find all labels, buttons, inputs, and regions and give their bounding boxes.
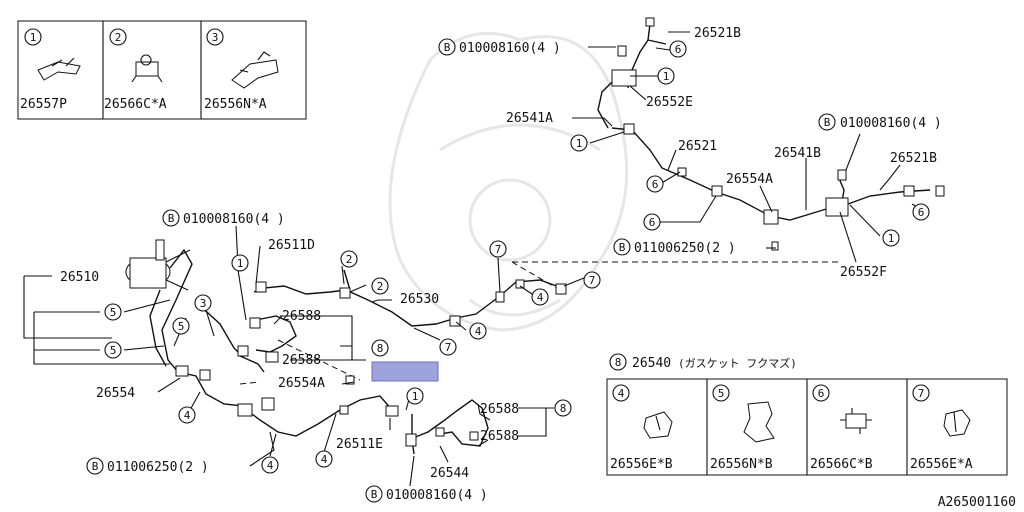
label-bolt-top: 010008160(4 ) [459, 41, 561, 56]
diagram-id: A265001160 [938, 495, 1016, 510]
callout-1: 1 [412, 390, 419, 403]
callout-4: 4 [321, 453, 328, 466]
clamp-icon [643, 411, 673, 439]
bolt-symbol: B [168, 212, 175, 225]
callout-2: 2 [377, 280, 384, 293]
callout-4: 4 [537, 291, 544, 304]
hose-bracket-icon [231, 51, 279, 89]
legend-num-4: 4 [618, 387, 625, 400]
label-bolt-right: 010008160(4 ) [840, 116, 942, 131]
legend-header-num: 8 [615, 356, 622, 369]
legend-header-part: 26540 [632, 356, 671, 371]
bolt-symbol: B [619, 241, 626, 254]
label-26521B-right: 26521B [890, 151, 937, 166]
callout-1: 1 [576, 137, 583, 150]
label-26521B-top: 26521B [694, 26, 741, 41]
callout-1: 1 [888, 232, 895, 245]
master-cylinder-icon [125, 239, 191, 291]
callout-6: 6 [918, 206, 925, 219]
label-26588-b: 26588 [282, 353, 321, 368]
legend-num-6: 6 [818, 387, 825, 400]
callout-1: 1 [663, 70, 670, 83]
bolt-symbol: B [92, 460, 99, 473]
callout-8: 8 [560, 402, 567, 415]
legend-part-26566C-B: 26566C*B [810, 457, 873, 472]
callout-6: 6 [675, 43, 682, 56]
label-26541A: 26541A [506, 111, 553, 126]
legend-num-7: 7 [918, 387, 925, 400]
callout-8: 8 [377, 342, 384, 355]
label-26511D: 26511D [268, 238, 315, 253]
label-bolt-mid-right: 011006250(2 ) [634, 241, 736, 256]
label-bolt-bottom-left: 011006250(2 ) [107, 460, 209, 475]
bolt-symbol: B [444, 41, 451, 54]
clamp-icon [943, 409, 971, 437]
label-26588-c: 26588 [480, 402, 519, 417]
label-26552E: 26552E [646, 95, 693, 110]
hose-clip-icon [743, 401, 775, 443]
callout-4: 4 [267, 459, 274, 472]
label-26530: 26530 [400, 292, 439, 307]
label-26554: 26554 [96, 386, 135, 401]
label-26588-a: 26588 [282, 309, 321, 324]
label-26552F: 26552F [840, 265, 887, 280]
legend-header-note: (ガスケット フクマズ) [678, 356, 797, 370]
callout-5: 5 [110, 344, 117, 357]
pipe-clip-icon [131, 54, 163, 83]
highlighted-part-26540[interactable] [371, 361, 439, 382]
label-bolt-bottom: 010008160(4 ) [386, 488, 488, 503]
label-26510: 26510 [60, 270, 99, 285]
clip-bracket-icon [37, 57, 81, 81]
callout-5: 5 [178, 320, 185, 333]
legend-part-26556N-A: 26556N*A [204, 97, 267, 112]
legend-part-26557P: 26557P [20, 97, 67, 112]
callout-4: 4 [184, 409, 191, 422]
label-bolt-left: 010008160(4 ) [183, 212, 285, 227]
rear-brake-line-assembly: 6 1 1 6 6 1 6 26521B B 010008160(4 ) 265… [438, 17, 945, 280]
legend-num-2: 2 [115, 31, 122, 44]
callout-1: 1 [237, 257, 244, 270]
legend-top-table: 1 26557P 2 26566C*A 3 26556N*A [17, 20, 307, 120]
callout-7: 7 [589, 274, 596, 287]
callout-6: 6 [649, 216, 656, 229]
front-brake-line-assembly: 5 5 5 3 1 2 2 7 4 7 4 7 8 4 4 4 1 8 B 01… [23, 209, 601, 503]
callout-7: 7 [495, 243, 502, 256]
legend-part-26556E-B: 26556E*B [610, 457, 673, 472]
legend-part-26566C-A: 26566C*A [104, 97, 167, 112]
callout-6: 6 [652, 178, 659, 191]
callout-4: 4 [475, 325, 482, 338]
legend-num-1: 1 [30, 31, 37, 44]
label-26541B: 26541B [774, 146, 821, 161]
label-26544: 26544 [430, 466, 469, 481]
label-26511E: 26511E [336, 437, 383, 452]
label-26521: 26521 [678, 139, 717, 154]
bolt-symbol: B [824, 116, 831, 129]
callout-2: 2 [346, 253, 353, 266]
legend-num-5: 5 [718, 387, 725, 400]
callout-7: 7 [445, 341, 452, 354]
legend-part-26556N-B: 26556N*B [710, 457, 773, 472]
label-26554A-top: 26554A [726, 172, 773, 187]
label-26588-d: 26588 [480, 429, 519, 444]
pipe-clip-icon [840, 408, 872, 434]
callout-5: 5 [110, 306, 117, 319]
label-26554A-bottom: 26554A [278, 376, 325, 391]
callout-3: 3 [200, 297, 207, 310]
bolt-symbol: B [371, 488, 378, 501]
legend-bottom-table: 8 26540 (ガスケット フクマズ) 4 26556E*B 5 26556N… [606, 353, 1008, 476]
legend-part-26556E-A: 26556E*A [910, 457, 973, 472]
legend-num-3: 3 [212, 31, 219, 44]
